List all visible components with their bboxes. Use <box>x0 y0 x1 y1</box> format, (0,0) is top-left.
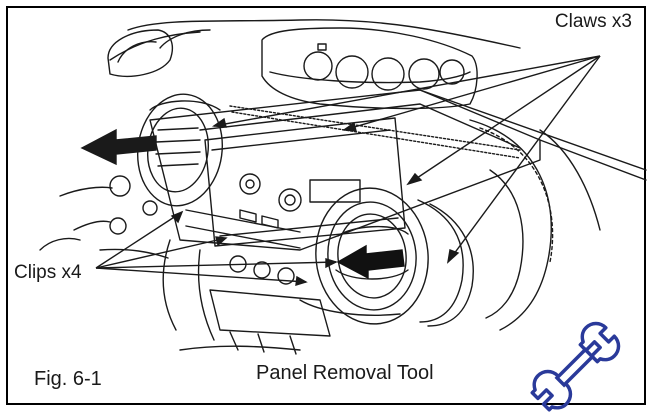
claws-leader-lines <box>212 55 601 264</box>
claws-label: Claws x3 <box>554 11 632 32</box>
direction-arrow-left <box>80 128 157 166</box>
tool-caption: Panel Removal Tool <box>256 362 434 384</box>
wrench-icon <box>530 321 621 412</box>
figure-frame <box>6 6 646 405</box>
clips-leader-lines <box>95 210 338 286</box>
clips-label: Clips x4 <box>14 262 82 283</box>
figure-number: Fig. 6-1 <box>34 368 102 390</box>
dashboard-drawing <box>39 19 647 355</box>
direction-arrow-vent <box>336 244 405 280</box>
